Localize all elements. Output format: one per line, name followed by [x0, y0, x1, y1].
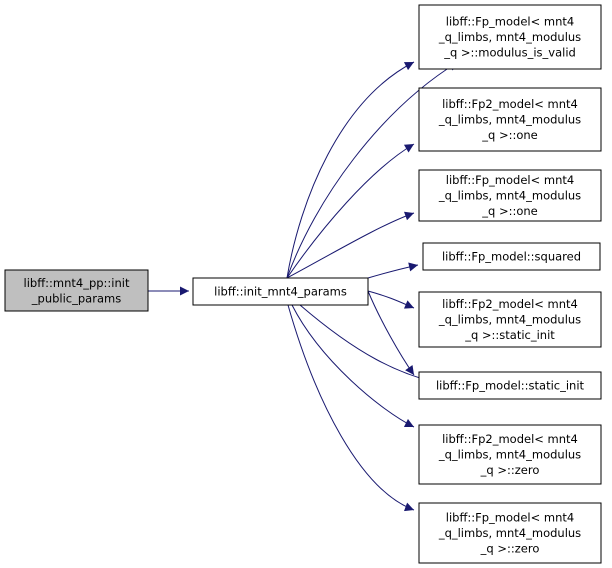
node-box	[4, 269, 149, 312]
node-label-line: _q >::zero	[480, 542, 540, 556]
node-label-line: libff::Fp2_model< mnt4	[442, 432, 578, 446]
graph-node-n5[interactable]: libff::Fp_model::squared	[422, 242, 601, 271]
node-box	[418, 291, 602, 348]
node-box	[418, 424, 602, 485]
edge-n1-n2-1	[286, 61, 415, 279]
node-label-line: _q_limbs, mnt4_modulus	[438, 526, 581, 540]
node-label-line: _public_params	[31, 291, 121, 305]
node-label-line: _q_limbs, mnt4_modulus	[438, 313, 581, 327]
node-label-line: _q_limbs, mnt4_modulus	[438, 113, 581, 127]
node-box	[422, 242, 601, 271]
node-label-line: _q >::zero	[480, 463, 540, 477]
edge-n1-n3-3	[286, 143, 415, 279]
edges-layer	[148, 61, 460, 512]
node-label-line: libff::Fp_model< mnt4	[446, 173, 574, 187]
graph-node-n4[interactable]: libff::Fp_model< mnt4_q_limbs, mnt4_modu…	[418, 169, 602, 222]
graph-node-n9[interactable]: libff::Fp_model< mnt4_q_limbs, mnt4_modu…	[418, 502, 602, 564]
node-label-line: _q_limbs, mnt4_modulus	[438, 448, 581, 462]
node-label-line: libff::Fp_model::squared	[442, 250, 581, 264]
edge-n1-n7-7	[367, 290, 415, 376]
node-label-line: _q >::modulus_is_valid	[443, 46, 576, 60]
node-label-line: _q_limbs, mnt4_modulus	[438, 189, 581, 203]
node-box	[418, 4, 602, 70]
graph-node-n3[interactable]: libff::Fp2_model< mnt4_q_limbs, mnt4_mod…	[418, 87, 602, 152]
edge-n1-n9-10	[287, 304, 415, 512]
node-label-line: _q >::static_init	[464, 328, 555, 342]
node-label-line: libff::Fp_model< mnt4	[446, 15, 574, 29]
graph-node-n1[interactable]: libff::init_mnt4_params	[192, 277, 369, 306]
node-box	[418, 169, 602, 222]
node-label-line: _q_limbs, mnt4_modulus	[438, 30, 581, 44]
node-label-line: libff::Fp2_model< mnt4	[442, 297, 578, 311]
node-box	[418, 502, 602, 564]
node-box	[418, 87, 602, 152]
graph-node-n6[interactable]: libff::Fp2_model< mnt4_q_limbs, mnt4_mod…	[418, 291, 602, 348]
node-label-line: _q >::one	[481, 128, 538, 142]
node-label-line: libff::mnt4_pp::init	[24, 276, 130, 290]
node-label-line: _q >::one	[481, 204, 538, 218]
graph-node-n0[interactable]: libff::mnt4_pp::init_public_params	[4, 269, 149, 312]
node-box	[192, 277, 369, 306]
node-label-line: libff::init_mnt4_params	[214, 285, 347, 299]
graph-node-n8[interactable]: libff::Fp2_model< mnt4_q_limbs, mnt4_mod…	[418, 424, 602, 485]
graph-node-n2[interactable]: libff::Fp_model< mnt4_q_limbs, mnt4_modu…	[418, 4, 602, 70]
graph-node-n7[interactable]: libff::Fp_model::static_init	[418, 371, 602, 400]
node-box	[418, 371, 602, 400]
edge-n1-n6-6	[367, 290, 415, 309]
node-label-line: libff::Fp_model< mnt4	[446, 511, 574, 525]
node-label-line: libff::Fp_model::static_init	[436, 379, 585, 393]
node-label-line: libff::Fp2_model< mnt4	[442, 97, 578, 111]
edge-n1-n5-5	[367, 262, 419, 279]
edge-n1-n8-9	[291, 304, 415, 428]
edge-n1-n2-2	[286, 61, 459, 279]
edge-n1-n4-4	[286, 211, 415, 279]
